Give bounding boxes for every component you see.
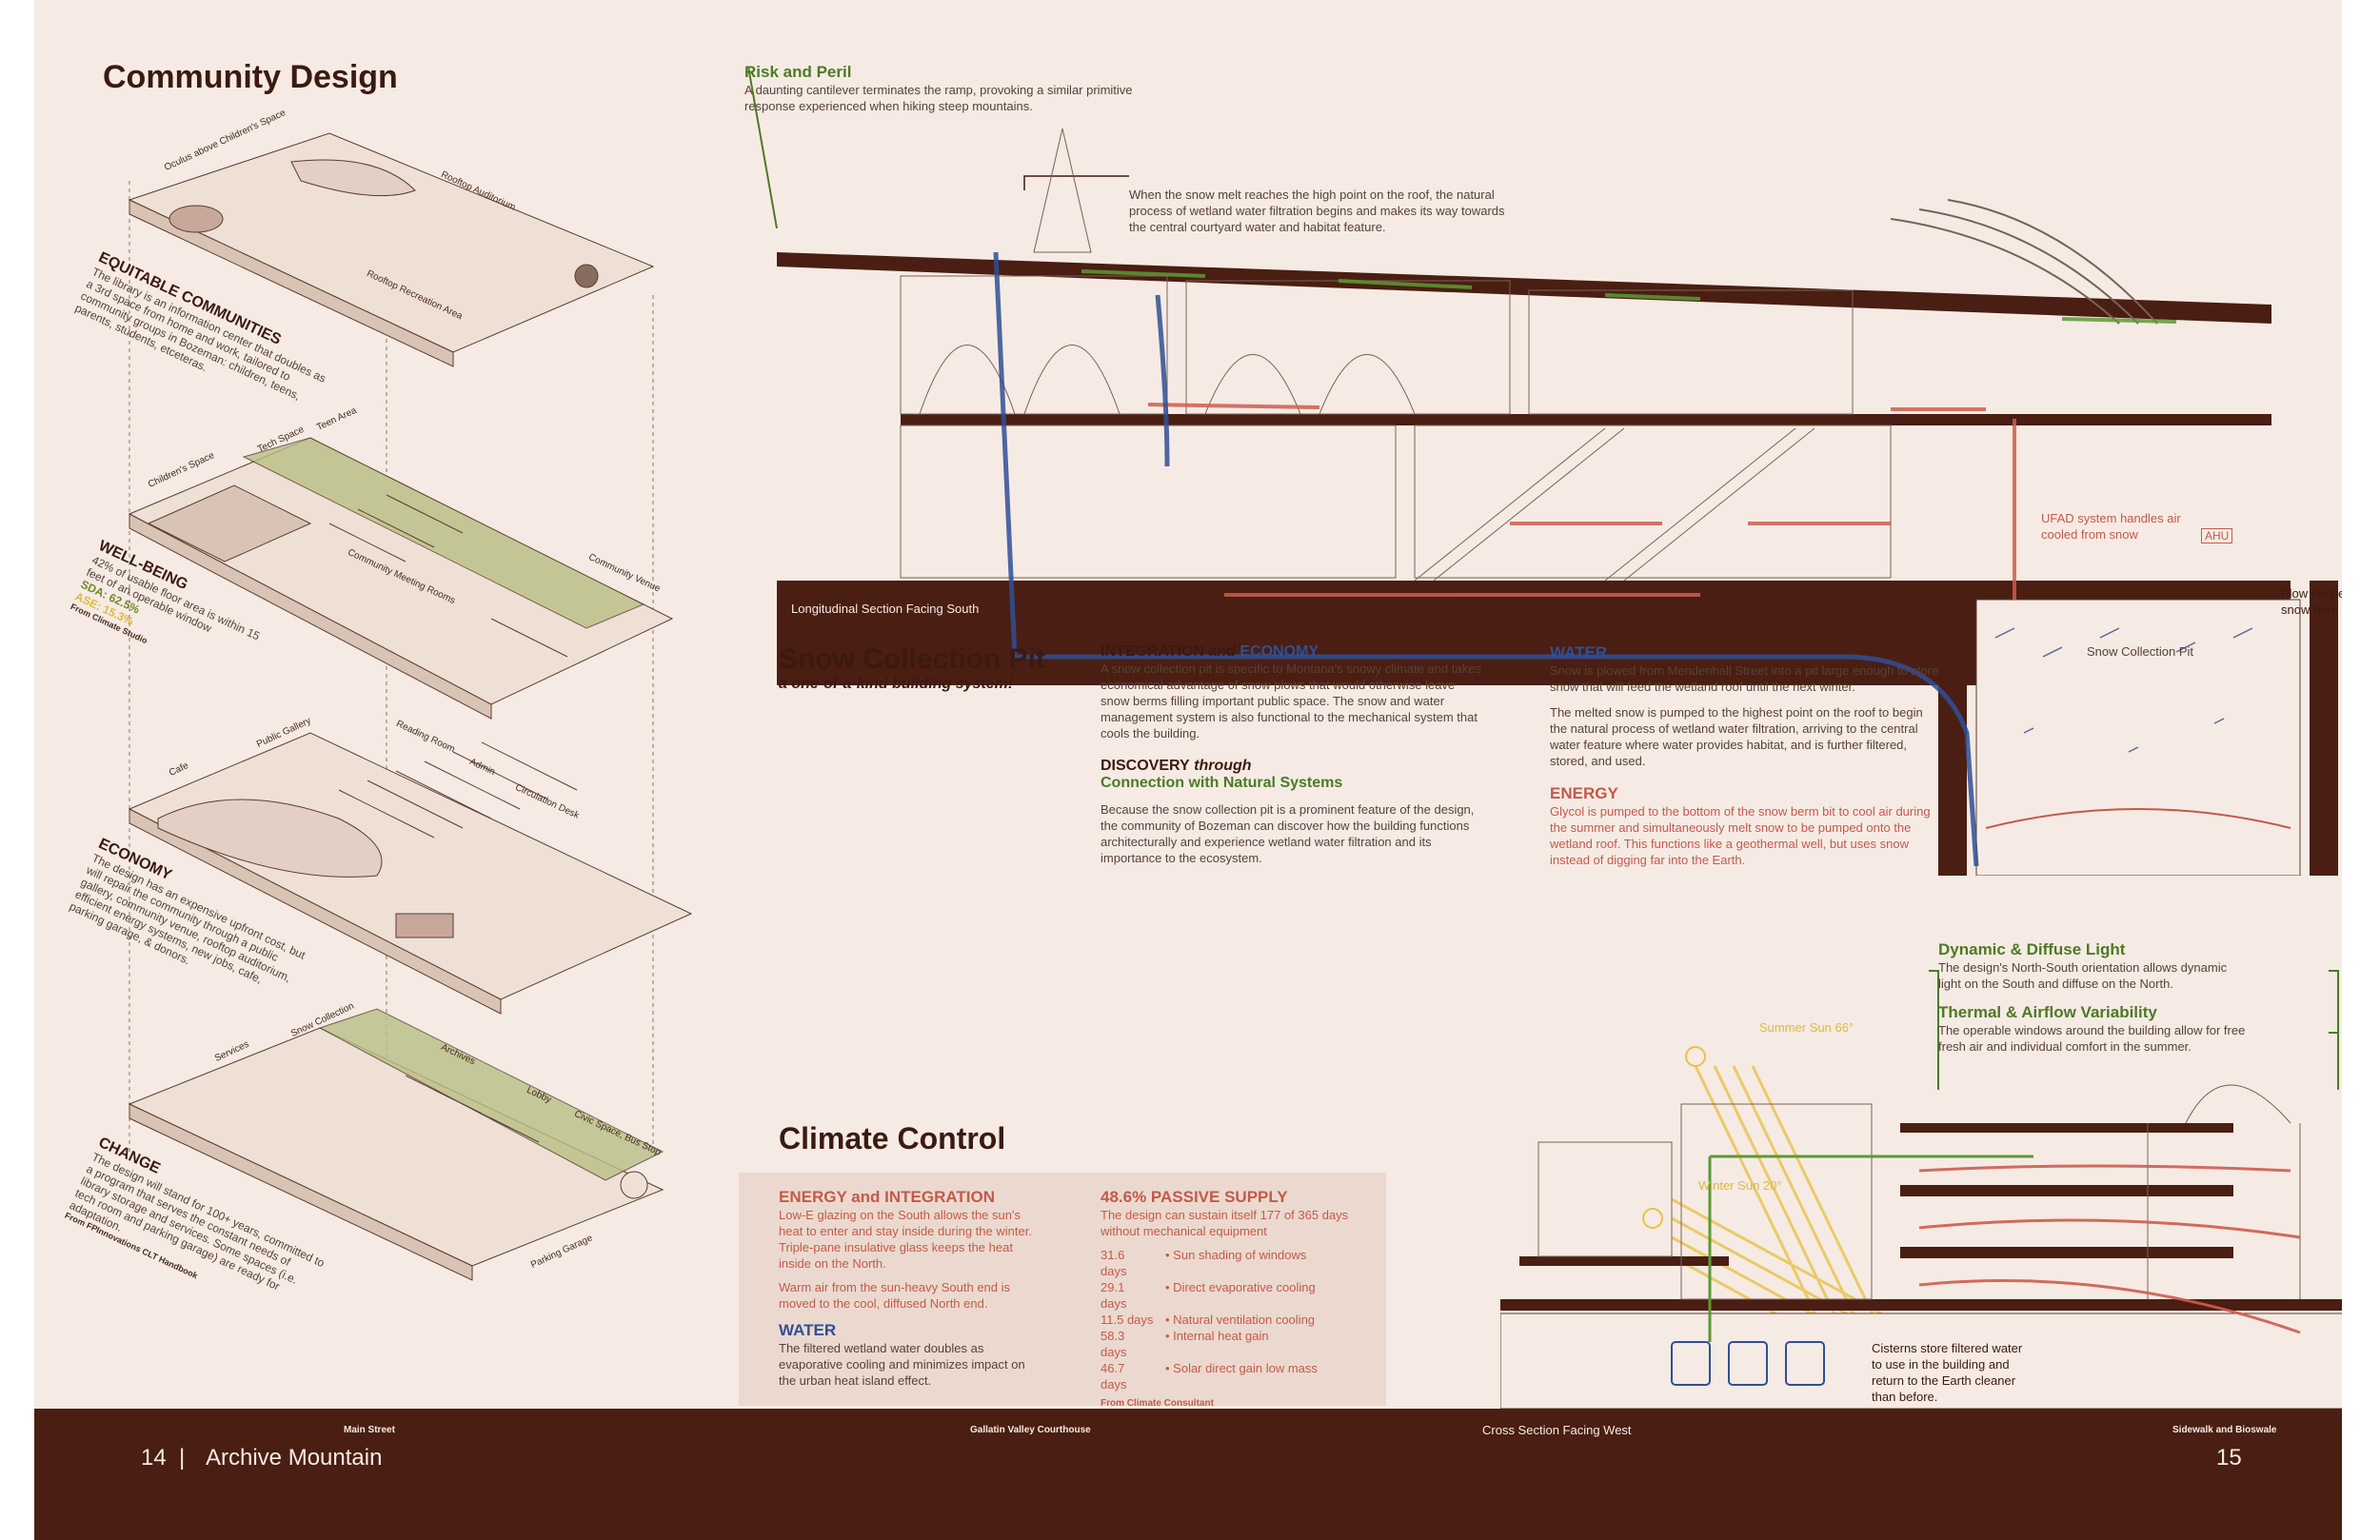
- passive-row: 11.5 days • Natural ventilation cooling: [1101, 1312, 1377, 1328]
- footer-divider: |: [179, 1445, 186, 1471]
- risk-block: Risk and Peril A daunting cantilever ter…: [744, 63, 1144, 114]
- sidewalk-label: Sidewalk and Bioswale: [2172, 1425, 2277, 1435]
- project-name: Archive Mountain: [206, 1445, 383, 1471]
- snow-pit-title-block: Snow Collection Pit a one-of-a-kind buil…: [779, 643, 1045, 693]
- winter-sun-label: Winter Sun 20°: [1698, 1178, 1782, 1193]
- energy-integration-block: ENERGY and INTEGRATION Low-E glazing on …: [779, 1188, 1036, 1389]
- discovery-text: Because the snow collection pit is a pro…: [1101, 802, 1475, 865]
- discovery-heading-b: Connection with Natural Systems: [1101, 775, 1343, 791]
- climate-panel: [739, 1173, 1386, 1406]
- dynamic-light-block: Dynamic & Diffuse Light The design's Nor…: [1938, 940, 2252, 992]
- community-design-title: Community Design: [103, 59, 398, 95]
- ground-level: [128, 1008, 664, 1281]
- main-street-label: Main Street: [344, 1425, 395, 1435]
- climate-water-heading: WATER: [779, 1321, 837, 1339]
- passive-row-days: 11.5 days: [1101, 1313, 1154, 1327]
- passive-rows: 31.6 days • Sun shading of windows 29.1 da…: [1101, 1247, 1377, 1392]
- passive-row-days: 58.3 days: [1101, 1329, 1127, 1359]
- energy-heading: ENERGY: [1550, 784, 1618, 802]
- risk-heading: Risk and Peril: [744, 63, 852, 81]
- right-page-number: 15: [2216, 1445, 2242, 1471]
- water-text-1: Snow is plowed from Mendenhall Street in…: [1550, 663, 1939, 694]
- energy-integration-text-2: Warm air from the sun-heavy South end is…: [779, 1280, 1011, 1311]
- climate-control-title: Climate Control: [779, 1121, 1006, 1155]
- passive-row-label: • Sun shading of windows: [1165, 1248, 1307, 1262]
- snow-pit-title: Snow Collection Pit: [779, 643, 1046, 675]
- roof-level: [128, 132, 655, 367]
- integration-heading-b: ECONOMY: [1240, 643, 1319, 660]
- passive-row: 29.1 days • Direct evaporative cooling: [1101, 1279, 1377, 1312]
- passive-row: 46.7 days • Solar direct gain low mass: [1101, 1360, 1377, 1392]
- longitudinal-section-label: Longitudinal Section Facing South: [791, 602, 980, 616]
- longitudinal-section-drawing: [748, 67, 2338, 876]
- left-page-number: 14: [141, 1445, 167, 1471]
- exploded-axonometric-drawing: [128, 132, 693, 1281]
- glycol-note: snow melts from glycol, water pumping be…: [2085, 822, 2249, 851]
- passive-row-days: 29.1 days: [1101, 1280, 1127, 1311]
- ufad-note: UFAD system handles air cooled from snow: [2041, 511, 2181, 542]
- dynamic-light-text: The design's North-South orientation all…: [1938, 960, 2228, 991]
- passive-source: From Climate Consultant: [1101, 1398, 1214, 1409]
- thermal-heading: Thermal & Airflow Variability: [1938, 1003, 2157, 1021]
- snowmelt-note: When the snow melt reaches the high poin…: [1129, 188, 1505, 234]
- courthouse-label: Gallatin Valley Courthouse: [970, 1425, 1091, 1435]
- cistern-note: Cisterns store filtered water to use in …: [1872, 1341, 2023, 1404]
- passive-row: 58.3 days • Internal heat gain: [1101, 1328, 1377, 1360]
- energy-block: ENERGY Glycol is pumped to the bottom of…: [1550, 784, 1940, 868]
- energy-integration-text-1: Low-E glazing on the South allows the su…: [779, 1208, 1032, 1271]
- passive-row-label: • Direct evaporative cooling: [1165, 1280, 1316, 1294]
- discovery-block: DISCOVERY through Connection with Natura…: [1101, 758, 1481, 866]
- passive-row-label: • Solar direct gain low mass: [1165, 1361, 1318, 1375]
- pit-label: Snow Collection Pit: [2087, 644, 2193, 659]
- second-level: [128, 732, 693, 1015]
- passive-row-label: • Natural ventilation cooling: [1165, 1313, 1316, 1327]
- dynamic-light-heading: Dynamic & Diffuse Light: [1938, 940, 2126, 958]
- passive-heading: 48.6% PASSIVE SUPPLY: [1101, 1188, 1288, 1206]
- passive-row-label: • Internal heat gain: [1165, 1329, 1269, 1343]
- passive-row-days: 46.7 days: [1101, 1361, 1127, 1392]
- passive-row: 31.6 days • Sun shading of windows: [1101, 1247, 1377, 1279]
- energy-text: Glycol is pumped to the bottom of the sn…: [1550, 804, 1931, 867]
- spread: Community Design: [34, 0, 2342, 1540]
- passive-supply-block: 48.6% PASSIVE SUPPLY The design can sust…: [1101, 1188, 1377, 1409]
- integration-heading-a: INTEGRATION: [1101, 643, 1205, 660]
- water-text-2: The melted snow is pumped to the highest…: [1550, 705, 1923, 768]
- footer-band: Main Street Gallatin Valley Courthouse C…: [34, 1409, 2342, 1540]
- thermal-text: The operable windows around the building…: [1938, 1023, 2246, 1054]
- integration-text: A snow collection pit is specific to Mon…: [1101, 661, 1481, 740]
- snow-pit-subtitle: a one-of-a-kind building system!: [779, 676, 1014, 692]
- integration-heading-and: and: [1208, 643, 1236, 660]
- discovery-heading-through: through: [1194, 758, 1252, 774]
- water-heading: WATER: [1550, 643, 1608, 661]
- water-block: WATER Snow is plowed from Mendenhall Str…: [1550, 643, 1940, 769]
- summer-sun-label: Summer Sun 66°: [1759, 1020, 1854, 1035]
- discovery-heading-a: DISCOVERY: [1101, 758, 1190, 774]
- passive-row-days: 31.6 days: [1101, 1248, 1127, 1278]
- cross-section-drawing: [1500, 970, 2342, 1409]
- energy-integration-heading: ENERGY and INTEGRATION: [779, 1188, 996, 1206]
- passive-text: The design can sustain itself 177 of 365…: [1101, 1208, 1349, 1238]
- ahu-label: AHU: [2201, 528, 2233, 543]
- thermal-block: Thermal & Airflow Variability The operab…: [1938, 1003, 2252, 1055]
- risk-text: A daunting cantilever terminates the ram…: [744, 83, 1133, 113]
- climate-water-text: The filtered wetland water doubles as ev…: [779, 1341, 1025, 1388]
- third-level: [128, 437, 674, 720]
- integration-block: INTEGRATION and ECONOMY A snow collectio…: [1101, 643, 1481, 741]
- cross-section-label: Cross Section Facing West: [1482, 1423, 1632, 1437]
